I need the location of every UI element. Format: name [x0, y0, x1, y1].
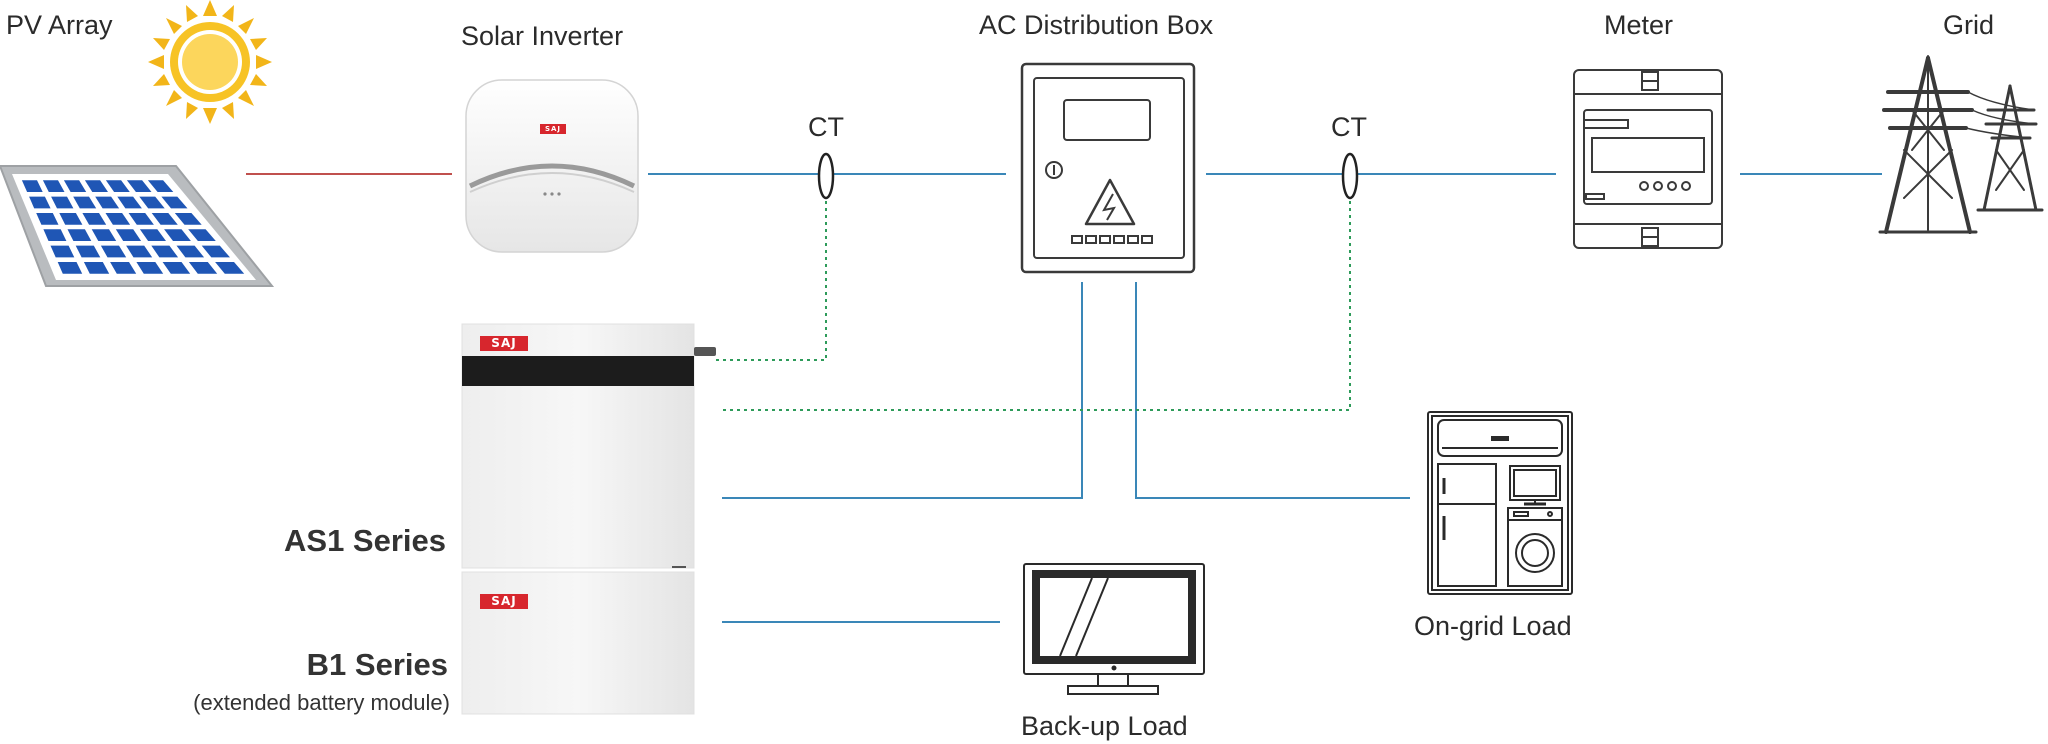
solar-panel-icon — [0, 165, 275, 287]
backup-load-label: Back-up Load — [1021, 711, 1188, 741]
solar-cell — [188, 262, 218, 274]
solar-cell — [50, 245, 75, 258]
solar-cell — [162, 262, 191, 274]
solar-cell — [151, 213, 178, 225]
ac-distribution-box-label: AC Distribution Box — [979, 10, 1214, 40]
solar-cell — [126, 180, 152, 192]
solar-cell — [126, 245, 153, 258]
solar-cell — [161, 196, 188, 209]
solar-cell — [100, 245, 127, 258]
solar-cell — [95, 196, 120, 209]
grid-pylon-icon — [1878, 55, 2044, 234]
b1-brand-logo: SAJ — [480, 594, 528, 609]
solar-cell — [57, 262, 83, 274]
solar-cell — [91, 229, 117, 241]
solar-cell — [51, 196, 74, 209]
tv-icon — [1023, 563, 1205, 695]
solar-cell — [83, 262, 110, 274]
solar-cell — [84, 180, 108, 192]
solar-cell — [29, 196, 51, 209]
solar-inverter-label: Solar Inverter — [461, 21, 624, 51]
inverter-brand-logo: SAJ — [540, 124, 566, 134]
as1-brand-logo: SAJ — [480, 336, 528, 351]
solar-cell — [36, 213, 59, 225]
solar-cell — [73, 196, 97, 209]
as1-battery-icon — [461, 323, 716, 569]
ac-distribution-box-icon — [1020, 62, 1196, 274]
solar-cell — [63, 180, 87, 192]
solar-cell — [147, 180, 174, 192]
ac-line-box-to-battery — [722, 282, 1083, 499]
comm-line-ct-right — [722, 194, 1351, 411]
solar-cell — [43, 229, 67, 241]
solar-cell — [110, 262, 137, 274]
ct-right-label: CT — [1331, 112, 1367, 142]
appliances-icon — [1427, 411, 1573, 595]
grid-label: Grid — [1943, 10, 1995, 40]
solar-cell — [151, 245, 179, 258]
solar-cell — [115, 229, 142, 241]
ct-sensor-right-icon — [1341, 152, 1359, 200]
solar-cell — [188, 229, 216, 241]
on-grid-load-label: On-grid Load — [1414, 611, 1572, 641]
as1-series-label: AS1 Series — [284, 523, 446, 558]
ct-sensor-left-icon — [817, 152, 835, 200]
solar-cell — [139, 196, 165, 209]
solar-cell — [105, 180, 130, 192]
solar-inverter-icon — [465, 79, 639, 253]
b1-series-label: B1 Series — [306, 647, 448, 682]
solar-cell — [136, 262, 164, 274]
solar-cell — [215, 262, 245, 274]
solar-cell — [59, 213, 83, 225]
b1-series-note: (extended battery module) — [193, 690, 450, 715]
solar-cell — [139, 229, 166, 241]
ct-left-label: CT — [808, 112, 844, 142]
solar-cell — [67, 229, 92, 241]
solar-cell — [21, 180, 43, 192]
meter-label: Meter — [1604, 10, 1674, 40]
solar-cell — [176, 245, 205, 258]
solar-cell — [128, 213, 154, 225]
solar-cell — [42, 180, 65, 192]
solar-cell — [174, 213, 202, 225]
meter-icon — [1573, 69, 1723, 249]
ac-lines — [648, 173, 1882, 623]
solar-cell — [75, 245, 101, 258]
ct-comm-lines — [712, 194, 1351, 411]
solar-cell — [105, 213, 131, 225]
sun-icon — [148, 0, 272, 124]
solar-cell — [117, 196, 142, 209]
solar-cell — [164, 229, 191, 241]
solar-cell — [201, 245, 230, 258]
comm-line-ct-left — [712, 194, 827, 361]
pv-array-label: PV Array — [6, 10, 113, 40]
solar-cell — [82, 213, 107, 225]
ac-line-box-to-ongrid-load — [1135, 282, 1410, 499]
